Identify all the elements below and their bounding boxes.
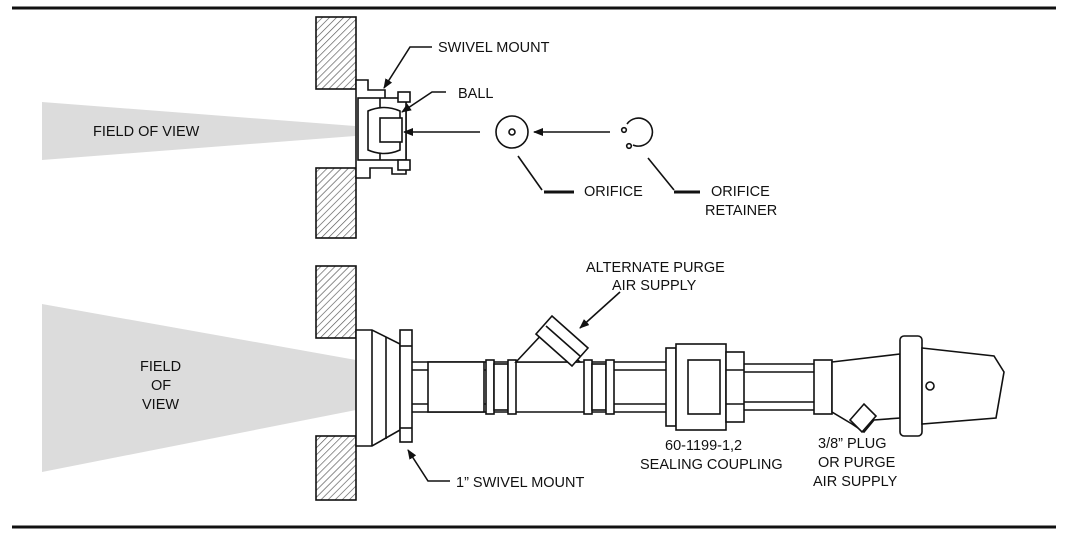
label-field-2: OF: [151, 378, 171, 394]
label-swivel-mount: SWIVEL MOUNT: [438, 40, 550, 56]
label-field-of-view-top: FIELD OF VIEW: [93, 124, 200, 140]
label-field-1: FIELD: [140, 359, 181, 375]
leader-orifice-retainer: [647, 157, 675, 191]
labels: SWIVEL MOUNT BALL FIELD OF VIEW ORIFICE …: [93, 40, 898, 491]
field-of-view-beam-top: [42, 102, 355, 160]
purge-pipe: [412, 359, 666, 415]
top-assembly: [42, 16, 700, 239]
wye-branch: [514, 314, 590, 368]
label-one-inch-swivel: 1” SWIVEL MOUNT: [456, 475, 585, 491]
label-alt-purge-1: ALTERNATE PURGE: [586, 260, 725, 276]
frame-lines: [12, 6, 1056, 529]
label-orifice-retainer-1: ORIFICE: [711, 184, 770, 200]
label-alt-purge-2: AIR SUPPLY: [612, 278, 697, 294]
leader-alternate-purge: [579, 291, 621, 329]
label-orifice-retainer-2: RETAINER: [705, 203, 777, 219]
wall-lower-top: [315, 167, 357, 239]
bottom-assembly: [42, 265, 1005, 501]
label-orifice: ORIFICE: [584, 184, 643, 200]
orifice: [495, 115, 529, 149]
leader-one-inch-swivel: [407, 449, 450, 482]
wall-upper-bottom: [315, 265, 357, 339]
label-coupling-1: 60-1199-1,2: [665, 438, 742, 454]
sensor-body: [831, 335, 1005, 437]
label-plug-3: AIR SUPPLY: [813, 474, 898, 490]
one-inch-swivel-mount: [355, 329, 413, 447]
label-ball: BALL: [458, 86, 493, 102]
leader-ball: [401, 91, 446, 113]
label-field-3: VIEW: [142, 397, 179, 413]
sensor-tube: [744, 359, 833, 415]
sealing-coupling: [665, 343, 745, 431]
field-of-view-beam-bottom: [42, 304, 356, 472]
leader-swivel-mount: [383, 46, 432, 89]
label-plug-1: 3/8” PLUG: [818, 436, 887, 452]
leader-orifice: [517, 155, 543, 191]
ball: [367, 106, 403, 155]
wall-lower-bottom: [315, 435, 357, 501]
wall-upper-top: [315, 16, 357, 90]
orifice-retainer: [620, 117, 654, 150]
label-plug-2: OR PURGE: [818, 455, 896, 471]
label-coupling-2: SEALING COUPLING: [640, 457, 783, 473]
